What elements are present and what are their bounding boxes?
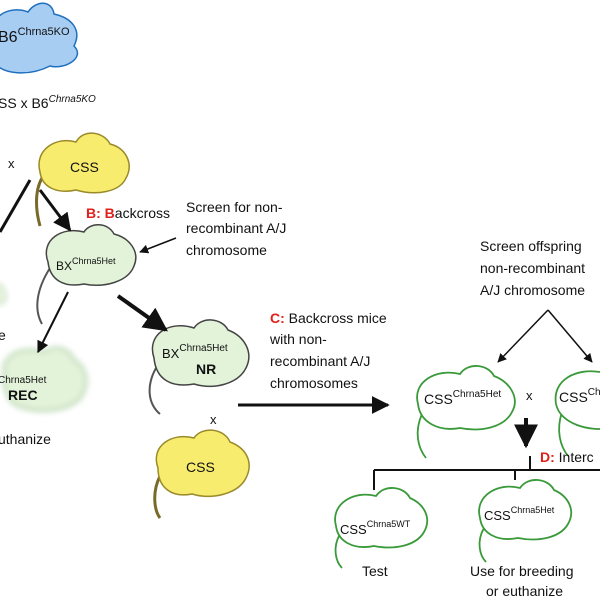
- svg-text:B6Chrna5KO: B6Chrna5KO: [0, 26, 70, 46]
- css-bottom-label: CSS: [186, 459, 215, 475]
- b6-sup: Chrna5KO: [18, 26, 70, 38]
- css-wt-label: CSS: [340, 522, 367, 537]
- bx-sup: Chrna5Het: [72, 256, 116, 266]
- screen-nr-text: Screen for non- recombinant A/J chromoso…: [186, 199, 286, 258]
- bx-chrna5het-mouse: BXChrna5Het: [36, 224, 137, 325]
- left-e-text: e: [0, 327, 6, 343]
- svg-text:C: Backcross mice: C: Backcross mice: [270, 310, 387, 326]
- svg-text:chromosomes: chromosomes: [270, 375, 358, 391]
- svg-text:BXChrna5Het: BXChrna5Het: [56, 256, 116, 273]
- rec-label: REC: [8, 387, 38, 403]
- css-partial-label: CSS: [559, 389, 588, 405]
- bx-label: BX: [56, 259, 72, 273]
- css-het-right-label: CSS: [424, 391, 453, 407]
- svg-text:Use for breeding: Use for breeding: [470, 563, 574, 579]
- connector-arrows: [0, 179, 600, 490]
- css-wt-sup: Chrna5WT: [367, 519, 411, 529]
- svg-text:CSSChrna5WT: CSSChrna5WT: [340, 519, 411, 537]
- css-het-bottom-sup: Chrna5Het: [511, 505, 555, 515]
- css-wt-mouse: CSSChrna5WT: [334, 487, 429, 569]
- svg-text:CSSChrna5Het: CSSChrna5Het: [484, 505, 555, 523]
- svg-text:non-recombinant: non-recombinant: [480, 260, 585, 276]
- css-mouse-bottom: CSS: [153, 429, 250, 519]
- use-breeding-text: Use for breeding or euthanize: [470, 563, 574, 599]
- left-edge-blurred-mouse: [0, 284, 7, 305]
- svg-text:recombinant A/J: recombinant A/J: [186, 220, 286, 236]
- euthanize-left-text: uthanize: [0, 431, 51, 447]
- cross-title: SS x B6Chrna5KO: [0, 94, 96, 111]
- css-partial-sup: Ch: [588, 387, 600, 398]
- css-het-right-mouse: CSSChrna5Het: [416, 365, 516, 459]
- rec-sup: Chrna5Het: [0, 375, 47, 386]
- bx-nr-mouse: BXChrna5Het NR: [148, 319, 250, 415]
- cross-x-right: x: [526, 388, 533, 403]
- rec-mouse: Chrna5Het REC: [0, 346, 88, 412]
- svg-text:BXChrna5Het: BXChrna5Het: [162, 343, 228, 361]
- test-label: Test: [362, 563, 388, 579]
- svg-text:Screen offspring: Screen offspring: [480, 238, 582, 254]
- bx-nr-sub: NR: [196, 361, 216, 377]
- svg-text:chromosome: chromosome: [186, 242, 267, 258]
- intercross-label: D: Interc: [540, 449, 594, 465]
- css-het-right-sup: Chrna5Het: [453, 389, 502, 400]
- svg-text:recombinant A/J: recombinant A/J: [270, 353, 370, 369]
- step-c-text: C: Backcross mice with non- recombinant …: [269, 310, 387, 391]
- cross-x-top: x: [8, 156, 15, 171]
- bx-nr-label: BX: [162, 346, 180, 361]
- css-partial-right-mouse: CSSCh: [554, 370, 600, 457]
- backcross-label: B: Backcross: [86, 205, 170, 221]
- svg-text:A/J chromosome: A/J chromosome: [480, 282, 585, 298]
- svg-text:with non-: with non-: [269, 331, 327, 347]
- svg-text:CSSCh: CSSCh: [559, 387, 600, 405]
- svg-text:or euthanize: or euthanize: [486, 583, 563, 599]
- css-mouse-top: CSS: [35, 132, 130, 227]
- css-het-bottom-label: CSS: [484, 508, 511, 523]
- b6-label: B6: [0, 29, 18, 46]
- svg-text:CSSChrna5Het: CSSChrna5Het: [424, 389, 501, 407]
- css-het-bottom-mouse: CSSChrna5Het: [478, 479, 573, 563]
- bx-nr-sup: Chrna5Het: [179, 343, 228, 354]
- b6-chrna5ko-mouse: B6Chrna5KO: [0, 2, 79, 74]
- screen-offspring-text: Screen offspring non-recombinant A/J chr…: [480, 238, 585, 298]
- css-top-label: CSS: [70, 159, 99, 175]
- cross-x-middle: x: [210, 412, 217, 427]
- svg-text:Screen for non-: Screen for non-: [186, 199, 283, 215]
